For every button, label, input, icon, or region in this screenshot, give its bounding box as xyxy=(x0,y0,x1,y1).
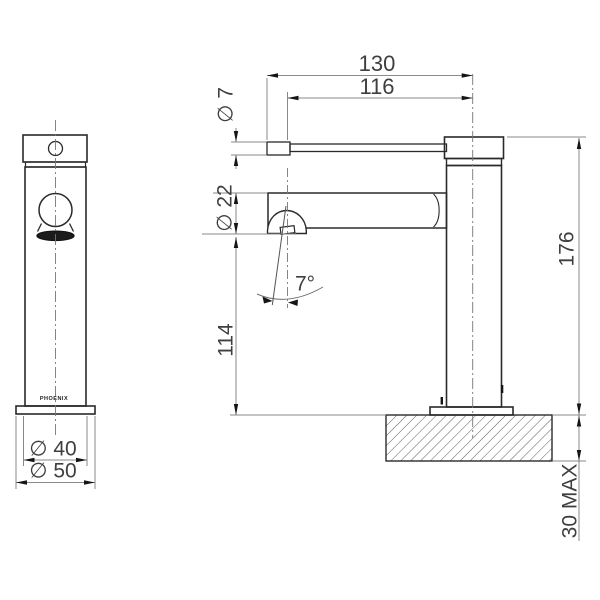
brand-label: PHOENIX xyxy=(39,396,69,402)
arrowheads xyxy=(16,73,582,485)
dim-overall-height: 176 xyxy=(555,231,579,267)
dim-base-diameter: ∅ 50 xyxy=(29,459,77,483)
dim-lever-angle: 7° xyxy=(294,272,316,296)
dim-outlet-height: 114 xyxy=(214,323,238,357)
bench-hatch xyxy=(385,414,553,462)
lever-axis-tilted xyxy=(271,205,287,306)
extension-lines xyxy=(15,78,586,489)
side-tube-body-fillet xyxy=(433,193,440,228)
side-joint-band xyxy=(445,157,503,167)
front-outlet-flare xyxy=(36,223,75,232)
side-view xyxy=(266,136,514,416)
bench-section xyxy=(385,414,553,462)
side-body-mark-left xyxy=(440,397,443,405)
side-base-plate xyxy=(429,406,514,416)
dimension-lines xyxy=(16,75,580,541)
side-lever-tip xyxy=(266,141,291,156)
side-lever-rod xyxy=(289,143,448,153)
side-cap xyxy=(443,136,505,160)
front-cap xyxy=(22,134,88,163)
dim-spout-diameter: ∅ 22 xyxy=(213,184,237,232)
dim-spout-tip-diameter: ∅ 7 xyxy=(214,87,238,123)
side-body xyxy=(445,164,503,408)
centerlines xyxy=(55,74,474,438)
side-outlet-dome xyxy=(266,209,307,235)
dim-spout-reach-overall: 130 xyxy=(358,51,396,76)
angle-reference xyxy=(271,168,288,308)
angle-arc xyxy=(256,286,324,300)
dim-body-diameter: ∅ 40 xyxy=(29,437,77,461)
dim-bench-thickness: 30 MAX xyxy=(558,463,582,539)
dim-spout-reach: 116 xyxy=(359,74,395,99)
side-body-mark-right xyxy=(500,385,504,393)
